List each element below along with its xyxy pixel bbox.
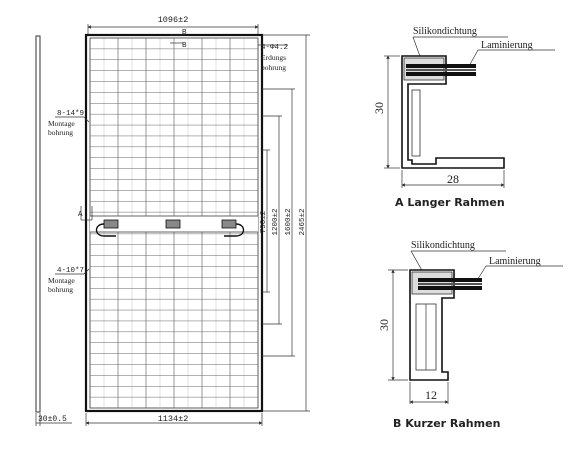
section-b-height: 30 <box>377 319 391 331</box>
section-b-laminate-label: Laminierung <box>489 256 541 267</box>
section-a-height: 30 <box>372 102 386 114</box>
panel-front-view: 1096±2 B B A 4-Φ4.2 Erdungs bohrung 8-14… <box>35 15 310 426</box>
section-b-caption: B Kurzer Rahmen <box>393 417 500 430</box>
dim-1600: 1600±2 <box>285 208 293 235</box>
section-mark-b-second: B <box>182 42 187 50</box>
dim-1200: 1200±2 <box>272 208 280 235</box>
section-b-short-frame: Silikondichtung Laminierung 30 12 B Kurz… <box>377 240 563 430</box>
section-a-long-frame: Silikondichtung Laminierung 30 28 A Lang… <box>372 26 555 209</box>
section-a-laminate <box>406 64 476 76</box>
dim-top-width: 1096±2 <box>158 15 189 25</box>
section-mark-a: A <box>78 211 83 219</box>
section-a-laminate-label: Laminierung <box>481 40 533 51</box>
junction-box-right <box>221 219 237 229</box>
junction-box-center <box>165 219 181 229</box>
mount-hole-bottom-label-1: Montage <box>48 276 75 285</box>
section-a-profile-inner <box>411 89 421 157</box>
section-b-width: 12 <box>425 388 437 402</box>
mount-hole-top-label-1: Montage <box>48 119 75 128</box>
mount-hole-top-label-2: bohrung <box>48 128 73 137</box>
dim-790: 790±2 <box>260 211 268 234</box>
mount-hole-bottom-label-2: bohrung <box>48 285 73 294</box>
cable-left <box>95 223 116 237</box>
ground-hole-label-1: Erdungs <box>261 53 286 62</box>
junction-box-left <box>103 219 119 229</box>
section-a-width: 28 <box>447 172 459 186</box>
dim-thickness: 30±0.5 <box>38 415 67 424</box>
mount-hole-bottom-spec: 4-10*7 <box>57 267 84 275</box>
section-a-caption: A Langer Rahmen <box>395 196 505 209</box>
section-a-profile <box>401 55 505 169</box>
ground-hole-spec: 4-Φ4.2 <box>261 44 288 52</box>
section-b-laminate <box>418 278 482 290</box>
mount-hole-top-spec: 8-14*9 <box>57 110 84 118</box>
junction-boxes <box>95 219 245 237</box>
panel-side-profile <box>35 35 41 413</box>
vertical-dimensions: 790±2 1200±2 1600±2 2465±2 <box>260 34 310 412</box>
section-mark-b-top: B <box>182 29 187 37</box>
section-b-silicone-label: Silikondichtung <box>411 240 475 251</box>
cable-right <box>224 223 245 237</box>
dim-2465: 2465±2 <box>299 208 307 235</box>
dim-bottom-width: 1134±2 <box>158 414 189 424</box>
ground-hole-label-2: bohrung <box>261 63 286 72</box>
section-a-silicone-label: Silikondichtung <box>413 26 477 37</box>
